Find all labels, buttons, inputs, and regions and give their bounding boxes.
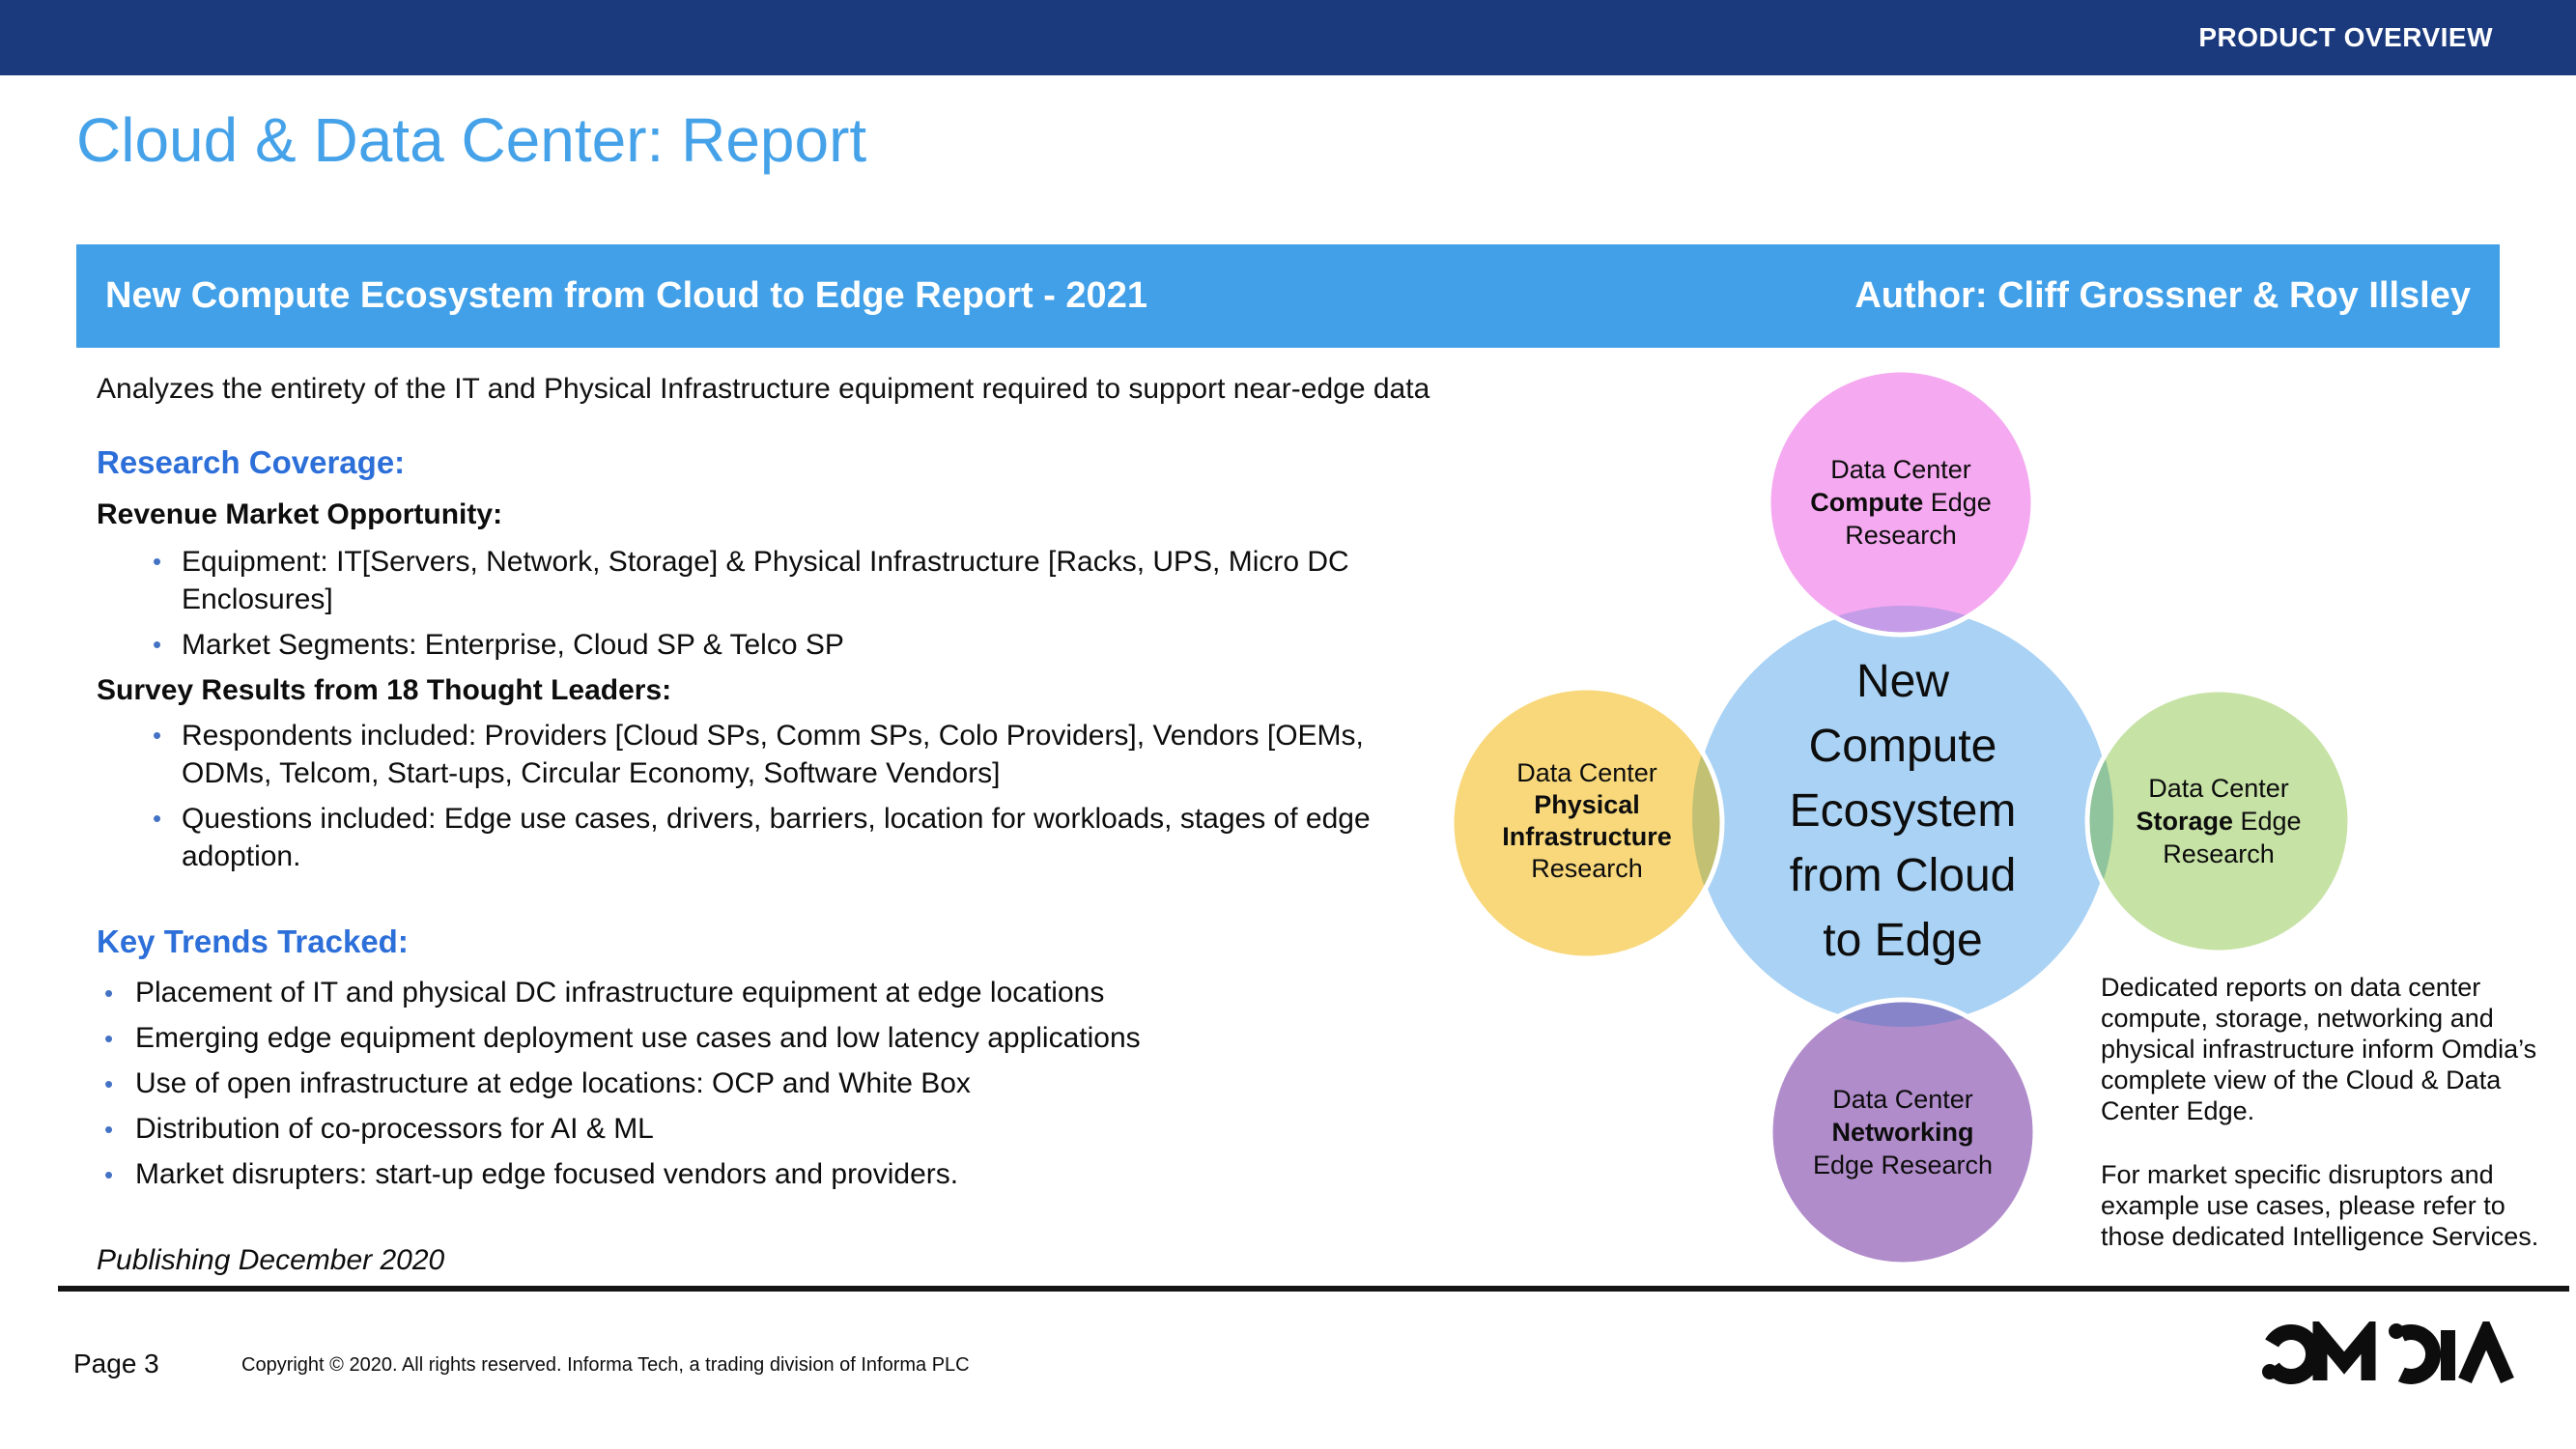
bullet-icon: •	[153, 804, 162, 833]
bullet-text: Questions included: Edge use cases, driv…	[182, 803, 1371, 872]
side-note-1: Dedicated reports on data center compute…	[2101, 973, 2537, 1125]
header-bar: PRODUCT OVERVIEW	[0, 0, 2576, 75]
bullet-text: Market disrupters: start-up edge focused…	[135, 1158, 959, 1190]
bullet-item: • Market Segments: Enterprise, Cloud SP …	[153, 626, 1408, 664]
physical-circle-ring	[1449, 685, 1725, 961]
footer-page-number: Page 3	[73, 1349, 159, 1378]
networking-circle-ring	[1768, 997, 2038, 1267]
research-coverage-heading: Research Coverage:	[97, 444, 406, 480]
center-circle-label: New Compute Ecosystem from Cloud to Edge	[1789, 656, 2017, 966]
networking-circle	[1770, 1000, 2035, 1264]
bullet-text: Use of open infrastructure at edge locat…	[135, 1067, 971, 1099]
omdia-logo	[2262, 1321, 2514, 1384]
bullet-item: • Emerging edge equipment deployment use…	[104, 1019, 1449, 1058]
bullet-item: • Market disrupters: start-up edge focus…	[104, 1155, 1449, 1194]
physical-circle-label: Data Center Physical Infrastructure Rese…	[1502, 758, 1672, 883]
ecosystem-diagram	[1449, 367, 2353, 1267]
key-trends-heading: Key Trends Tracked:	[97, 923, 409, 959]
compute-circle-ring	[1766, 367, 2036, 638]
bullet-text: Respondents included: Providers [Cloud S…	[182, 720, 1364, 789]
compute-circle-label: Data Center Compute Edge Research	[1810, 455, 1992, 550]
physical-circle	[1452, 688, 1722, 958]
bullet-item: • Questions included: Edge use cases, dr…	[153, 800, 1408, 875]
bullet-text: Placement of IT and physical DC infrastr…	[135, 977, 1105, 1009]
networking-circle-label: Data Center Networking Edge Research	[1812, 1085, 1994, 1179]
bullet-icon: •	[104, 979, 114, 1008]
compute-circle	[1769, 370, 2033, 635]
banner-title: New Compute Ecosystem from Cloud to Edge…	[105, 275, 1147, 316]
side-note-2: For market specific disruptors and examp…	[2101, 1160, 2539, 1251]
bullet-icon: •	[104, 1160, 114, 1189]
banner-author: Author: Cliff Grossner & Roy Illsley	[1854, 275, 2471, 316]
bullet-icon: •	[104, 1115, 114, 1144]
storage-circle-label: Data Center Storage Edge Research	[2136, 774, 2302, 868]
report-banner: New Compute Ecosystem from Cloud to Edge…	[76, 244, 2500, 348]
page-title: Cloud & Data Center: Report	[76, 105, 867, 175]
bullet-icon: •	[153, 630, 162, 659]
survey-heading: Survey Results from 18 Thought Leaders:	[97, 674, 672, 706]
bullet-icon: •	[104, 1069, 114, 1098]
revenue-heading: Revenue Market Opportunity:	[97, 498, 503, 530]
bullet-item: • Respondents included: Providers [Cloud…	[153, 717, 1408, 792]
bullet-item: • Placement of IT and physical DC infras…	[104, 974, 1449, 1012]
publishing-note: Publishing December 2020	[97, 1244, 445, 1276]
divider-line	[58, 1286, 2569, 1292]
bullet-item: • Equipment: IT[Servers, Network, Storag…	[153, 543, 1408, 618]
footer-copyright: Copyright © 2020. All rights reserved. I…	[241, 1354, 970, 1376]
bullet-text: Market Segments: Enterprise, Cloud SP & …	[182, 629, 844, 661]
bullet-text: Distribution of co-processors for AI & M…	[135, 1113, 654, 1145]
storage-circle	[2087, 690, 2350, 952]
bullet-text: Equipment: IT[Servers, Network, Storage]…	[182, 546, 1349, 615]
bullet-text: Emerging edge equipment deployment use c…	[135, 1022, 1141, 1054]
bullet-icon: •	[104, 1024, 114, 1053]
product-overview-label: PRODUCT OVERVIEW	[2198, 22, 2493, 52]
bullet-item: • Distribution of co-processors for AI &…	[104, 1110, 1449, 1149]
intro-text: Analyzes the entirety of the IT and Phys…	[97, 373, 1430, 405]
bullet-icon: •	[153, 547, 162, 576]
bullet-item: • Use of open infrastructure at edge loc…	[104, 1065, 1449, 1103]
bullet-icon: •	[153, 721, 162, 750]
storage-circle-ring	[2084, 687, 2353, 955]
